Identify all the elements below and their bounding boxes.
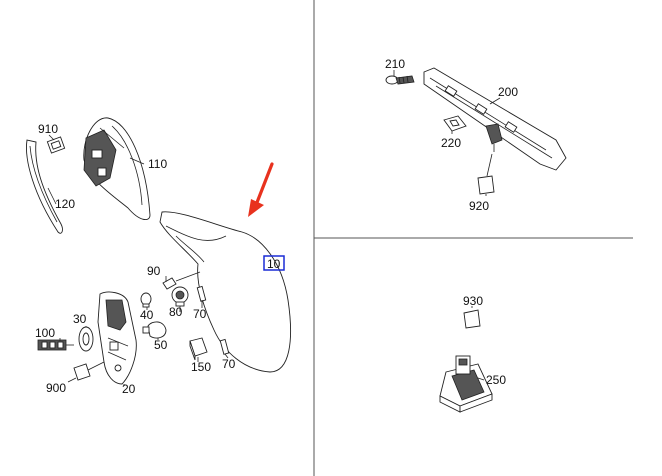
label-20: 20 bbox=[122, 382, 136, 396]
part-50-bulb[interactable] bbox=[142, 321, 167, 339]
part-250-light-module[interactable] bbox=[439, 355, 493, 413]
part-70-clip-lower[interactable] bbox=[219, 338, 230, 355]
part-110-mirror-housing[interactable] bbox=[83, 117, 151, 221]
part-920-connector[interactable] bbox=[477, 153, 495, 195]
part-910-connector[interactable] bbox=[46, 136, 66, 154]
leader-lines-left bbox=[47, 134, 229, 386]
label-110: 110 bbox=[148, 157, 167, 171]
part-120-mirror-glass[interactable] bbox=[26, 139, 63, 234]
label-100: 100 bbox=[35, 326, 55, 340]
label-40: 40 bbox=[140, 308, 154, 322]
part-90-bolt[interactable] bbox=[162, 271, 201, 290]
label-210: 210 bbox=[385, 57, 405, 71]
label-900: 900 bbox=[46, 381, 66, 395]
label-920: 920 bbox=[469, 199, 489, 213]
label-10: 10 bbox=[267, 257, 281, 271]
label-70-lower: 70 bbox=[222, 357, 236, 371]
part-10-mirror-cover[interactable] bbox=[159, 211, 291, 373]
part-220-clip[interactable] bbox=[443, 115, 467, 132]
label-150: 150 bbox=[191, 360, 211, 374]
label-930: 930 bbox=[463, 294, 483, 308]
part-30-gasket[interactable] bbox=[78, 326, 94, 352]
part-210-screw[interactable] bbox=[385, 75, 415, 85]
part-930-connector[interactable] bbox=[463, 306, 481, 329]
label-70-upper: 70 bbox=[193, 307, 207, 321]
part-20-lamp-housing[interactable] bbox=[97, 291, 137, 385]
label-30: 30 bbox=[73, 312, 87, 326]
label-200: 200 bbox=[498, 85, 518, 99]
part-70-clip-upper[interactable] bbox=[196, 285, 207, 302]
label-910: 910 bbox=[38, 122, 58, 136]
part-80-grommet[interactable] bbox=[171, 286, 189, 307]
leader-lines-bottom-right bbox=[477, 377, 485, 381]
part-10-highlight-box bbox=[263, 255, 285, 271]
label-80: 80 bbox=[169, 305, 183, 319]
red-arrow-indicator bbox=[248, 162, 274, 217]
label-220: 220 bbox=[441, 136, 461, 150]
part-200-rail[interactable] bbox=[423, 67, 567, 171]
part-40-bulb[interactable] bbox=[140, 292, 152, 308]
part-150-pad[interactable] bbox=[189, 337, 208, 361]
part-100-switch[interactable] bbox=[37, 339, 74, 351]
label-250: 250 bbox=[486, 373, 506, 387]
label-50: 50 bbox=[154, 338, 168, 352]
label-90: 90 bbox=[147, 264, 161, 278]
label-120: 120 bbox=[55, 197, 75, 211]
part-900-connector[interactable] bbox=[73, 361, 105, 381]
leader-lines-top-right bbox=[393, 70, 501, 196]
